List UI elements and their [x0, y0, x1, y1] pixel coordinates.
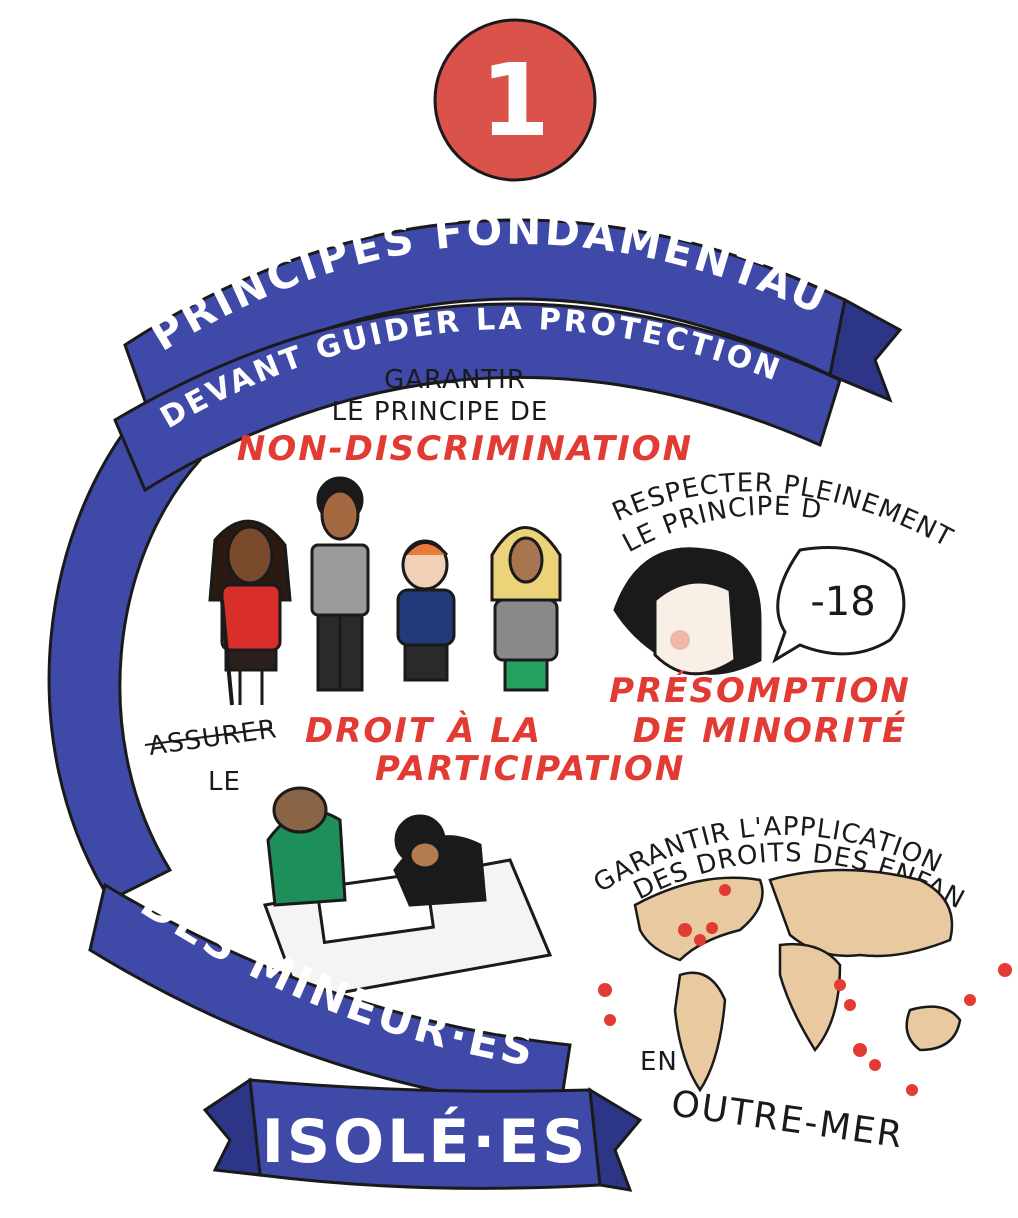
participation-highlight2: PARTICIPATION — [375, 749, 685, 789]
participation-line1: ASSURER — [147, 714, 279, 762]
badge-number: 1 — [480, 42, 550, 159]
presomption-highlight2: DE MINORITÉ — [633, 710, 907, 751]
world-map — [633, 868, 962, 1093]
non-discrimination-section: GARANTIR LE PRINCIPE DE NON-DISCRIMINATI… — [237, 365, 693, 469]
ribbon-arc — [47, 397, 202, 902]
number-badge: 1 — [433, 18, 597, 182]
child-figure-3 — [396, 539, 456, 682]
participation-section: ASSURER LE DROIT À LA PARTICIPATION — [144, 710, 685, 1002]
outre-mer-line3: EN — [640, 1047, 678, 1077]
child-figure-2 — [310, 476, 370, 692]
participation-highlight1: DROIT À LA — [305, 710, 542, 751]
territory-markers — [598, 884, 1012, 1096]
children-group — [208, 476, 562, 706]
bubble-text: -18 — [810, 579, 875, 625]
child-figure-4 — [490, 526, 562, 692]
non-discrimination-line2: LE PRINCIPE DE — [332, 397, 549, 427]
child-figure-1 — [208, 519, 292, 706]
participation-illustration — [262, 786, 553, 1002]
face-illustration — [613, 547, 762, 676]
non-discrimination-highlight: NON-DISCRIMINATION — [237, 429, 693, 469]
presomption-highlight1: PRÉSOMPTION — [609, 670, 911, 711]
outre-mer-line4: OUTRE-MER — [669, 1083, 907, 1156]
non-discrimination-line1: GARANTIR — [384, 365, 526, 395]
speech-bubble: -18 — [772, 546, 906, 664]
ribbon-title-line4: ISOLÉ·ES — [262, 1105, 589, 1177]
participation-line2: LE — [208, 767, 241, 797]
ribbon-band-bottom-2: ISOLÉ·ES — [202, 1077, 643, 1192]
